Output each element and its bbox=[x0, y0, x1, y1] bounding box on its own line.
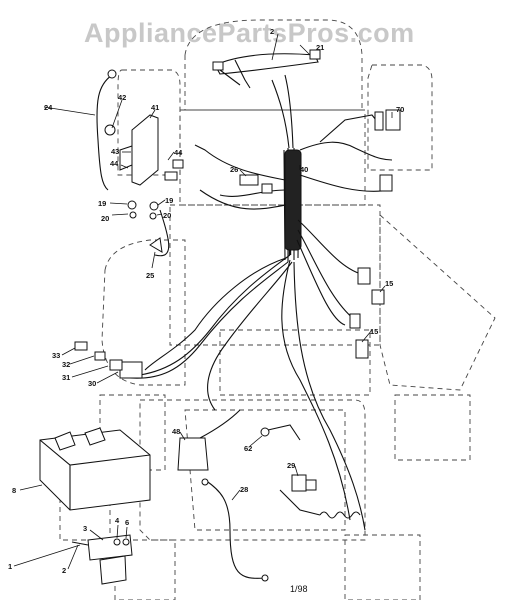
page-code: 1/98 bbox=[290, 584, 308, 594]
callout-33: 33 bbox=[52, 351, 60, 360]
callout-62: 62 bbox=[244, 444, 252, 453]
callout-70: 70 bbox=[396, 105, 404, 114]
callout-15-top: 15 bbox=[385, 279, 393, 288]
wire-24 bbox=[96, 69, 170, 257]
callout-41: 41 bbox=[151, 103, 159, 112]
callout-1: 1 bbox=[8, 562, 12, 571]
parts-48-62 bbox=[177, 409, 301, 471]
callout-6: 6 bbox=[125, 518, 129, 527]
main-harness-trunk bbox=[271, 74, 302, 262]
harness-right-branch bbox=[299, 109, 401, 192]
harness-left-branch bbox=[194, 144, 287, 210]
callout-3: 3 bbox=[83, 524, 87, 533]
callout-15-bottom: 15 bbox=[370, 327, 378, 336]
parts-1-6 bbox=[71, 534, 133, 585]
callout-25: 25 bbox=[146, 271, 154, 280]
callout-2-top: 2 bbox=[270, 27, 274, 36]
callout-19-left: 19 bbox=[98, 199, 106, 208]
harness-top-branch bbox=[212, 49, 321, 89]
callout-30: 30 bbox=[88, 379, 96, 388]
callout-43: 43 bbox=[111, 147, 119, 156]
callout-31: 31 bbox=[62, 373, 70, 382]
callout-20-right: 20 bbox=[163, 211, 171, 220]
callout-24: 24 bbox=[44, 103, 53, 112]
callout-40: 40 bbox=[300, 165, 308, 174]
watermark: AppliancePartsPros.com bbox=[84, 18, 415, 48]
callout-29: 29 bbox=[287, 461, 295, 470]
callout-26: 26 bbox=[230, 165, 238, 174]
callout-48: 48 bbox=[172, 427, 180, 436]
callout-28: 28 bbox=[240, 485, 248, 494]
callout-44-right: 44 bbox=[174, 148, 183, 157]
callout-20-left: 20 bbox=[101, 214, 109, 223]
callout-42: 42 bbox=[118, 93, 126, 102]
callouts: 2 21 24 42 41 43 44 44 70 40 26 19 19 20… bbox=[8, 27, 404, 575]
callout-32: 32 bbox=[62, 360, 70, 369]
callout-44-left: 44 bbox=[110, 159, 119, 168]
callout-4: 4 bbox=[115, 516, 120, 525]
callout-19-right: 19 bbox=[165, 196, 173, 205]
callout-2-bottom: 2 bbox=[62, 566, 66, 575]
callout-21: 21 bbox=[316, 43, 324, 52]
harness-lower-right bbox=[296, 219, 385, 359]
parts-30-33 bbox=[74, 341, 123, 371]
battery-box bbox=[39, 427, 151, 511]
coil-wire bbox=[279, 474, 361, 519]
leader-lines bbox=[13, 33, 393, 570]
wire-28 bbox=[201, 478, 269, 582]
tractor-outline bbox=[59, 19, 496, 600]
callout-8: 8 bbox=[12, 486, 16, 495]
bracket-parts bbox=[104, 114, 184, 253]
